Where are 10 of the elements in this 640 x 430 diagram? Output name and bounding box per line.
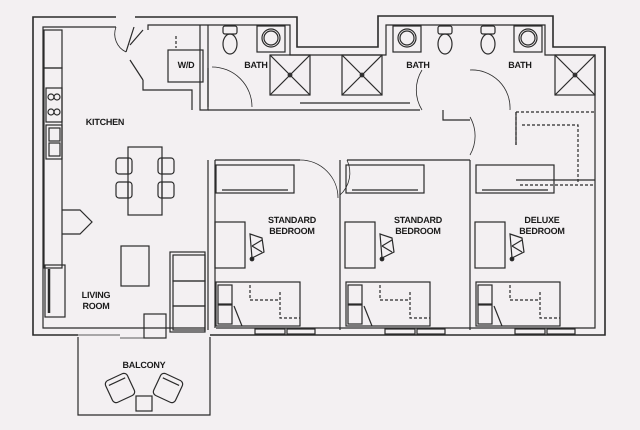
room-label: KITCHEN xyxy=(84,117,126,128)
room-label: STANDARD BEDROOM xyxy=(392,215,444,237)
room-label: STANDARD BEDROOM xyxy=(266,215,318,237)
room-label: BATH xyxy=(243,60,269,71)
room-label: BALCONY xyxy=(122,360,166,371)
room-label: DELUXE BEDROOM xyxy=(518,215,566,237)
room-label: BATH xyxy=(405,60,431,71)
room-label: BATH xyxy=(507,60,533,71)
room-label: LIVING ROOM xyxy=(80,290,112,312)
room-label: W/D xyxy=(176,60,196,71)
